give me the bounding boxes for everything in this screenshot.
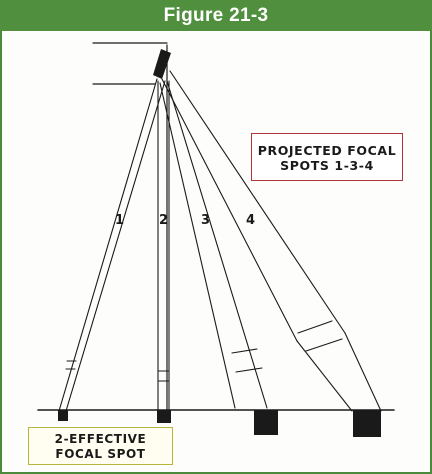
- projected-callout-line-1: PROJECTED FOCAL: [257, 143, 397, 158]
- beam-1-label: 1: [115, 213, 124, 228]
- effective-callout-line-2: FOCAL SPOT: [55, 447, 146, 461]
- focal-spot-diagram: 1 2 3 4: [37, 42, 395, 453]
- projected-callout-line-2: SPOTS 1-3-4: [280, 158, 374, 173]
- beam-4-marker-b: [305, 338, 343, 352]
- beam-3-marker-b: [235, 367, 263, 373]
- effective-focal-spot-callout: 2-EFFECTIVE FOCAL SPOT: [28, 427, 173, 465]
- beam-1-left-edge: [58, 78, 158, 412]
- focal-spot-projection-3: [254, 410, 278, 435]
- beam-4-right-edge: [169, 70, 346, 334]
- focal-spot-projection-4: [353, 410, 381, 437]
- beam-3-left-edge: [159, 82, 236, 409]
- beam-4-right-lower: [344, 332, 382, 412]
- effective-callout-line-1: 2-EFFECTIVE: [54, 432, 147, 446]
- beam-1-right-edge: [65, 80, 166, 412]
- beam-4-left-edge: [161, 78, 298, 342]
- projected-focal-spots-callout: PROJECTED FOCAL SPOTS 1-3-4: [251, 133, 403, 181]
- focal-spot-projection-1: [58, 410, 68, 421]
- beam-4-marker-a: [297, 320, 333, 334]
- beam-4-left-lower: [296, 340, 353, 412]
- beam-3-right-edge: [166, 80, 268, 409]
- beam-3-marker-a: [231, 348, 258, 354]
- beam-3-label: 3: [201, 213, 210, 228]
- beam-4-label: 4: [246, 213, 255, 228]
- figure-title: Figure 21-3: [0, 0, 432, 31]
- beam-2-label: 2: [159, 213, 168, 228]
- focal-spot-projection-2: [157, 410, 171, 423]
- anode-target: [153, 49, 171, 79]
